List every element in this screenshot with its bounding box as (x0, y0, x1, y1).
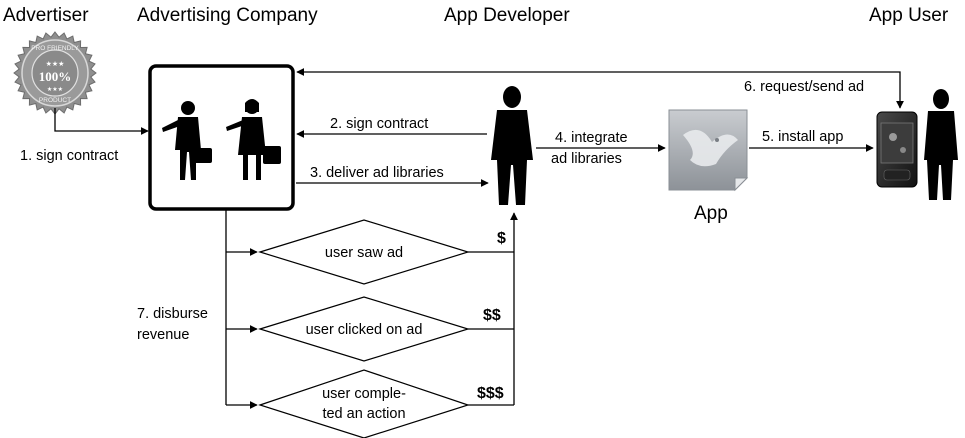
step-4-label-line2: ad libraries (551, 151, 622, 167)
svg-text:★★★: ★★★ (46, 60, 65, 68)
flow-arrows (54, 68, 904, 409)
app-developer-icon (491, 86, 533, 205)
advertiser-seal-icon: PRO FRIENDLY ★★★ 100% ★★★ PRODUCT (13, 31, 97, 115)
seal-top-text: PRO FRIENDLY (31, 45, 79, 52)
app-user-icon (924, 89, 958, 200)
svg-text:★★★: ★★★ (47, 86, 63, 93)
seal-center-text: 100% (39, 69, 72, 84)
app-icon (668, 109, 749, 192)
arrow-step1 (54, 108, 149, 135)
header-app-developer: App Developer (444, 5, 570, 26)
header-advertising-company: Advertising Company (137, 5, 318, 26)
decision-2-label: user clicked on ad (306, 322, 423, 338)
decision-diamond-2 (257, 296, 471, 362)
decision-3-label-line1: user comple- (322, 386, 406, 402)
arrow-step6 (296, 68, 904, 109)
business-people-icon (162, 99, 281, 180)
step-7-label-line2: revenue (137, 327, 189, 343)
step-6-label: 6. request/send ad (744, 79, 864, 95)
app-label: App (694, 203, 728, 224)
step-1-label: 1. sign contract (20, 148, 118, 164)
step-2-label: 2. sign contract (330, 116, 428, 132)
step-7-label-line1: 7. disburse (137, 306, 208, 322)
header-app-user: App User (869, 5, 949, 26)
advertising-company-box (148, 64, 295, 211)
payout-label-1: $ (497, 230, 506, 247)
payout-label-2: $$ (483, 307, 501, 324)
step-3-label: 3. deliver ad libraries (310, 165, 444, 181)
payout-label-3: $$$ (477, 385, 504, 402)
decision-1-label: user saw ad (325, 245, 403, 261)
step-4-label-line1: 4. integrate (555, 130, 628, 146)
header-advertiser: Advertiser (3, 5, 89, 26)
seal-bottom-text: PRODUCT (39, 97, 71, 104)
step-5-label: 5. install app (762, 129, 843, 145)
decision-3-label-line2: ted an action (322, 406, 405, 422)
decision-diamond-1 (257, 219, 471, 285)
smartphone-icon (876, 111, 918, 188)
decision-diamond-3 (258, 369, 470, 438)
